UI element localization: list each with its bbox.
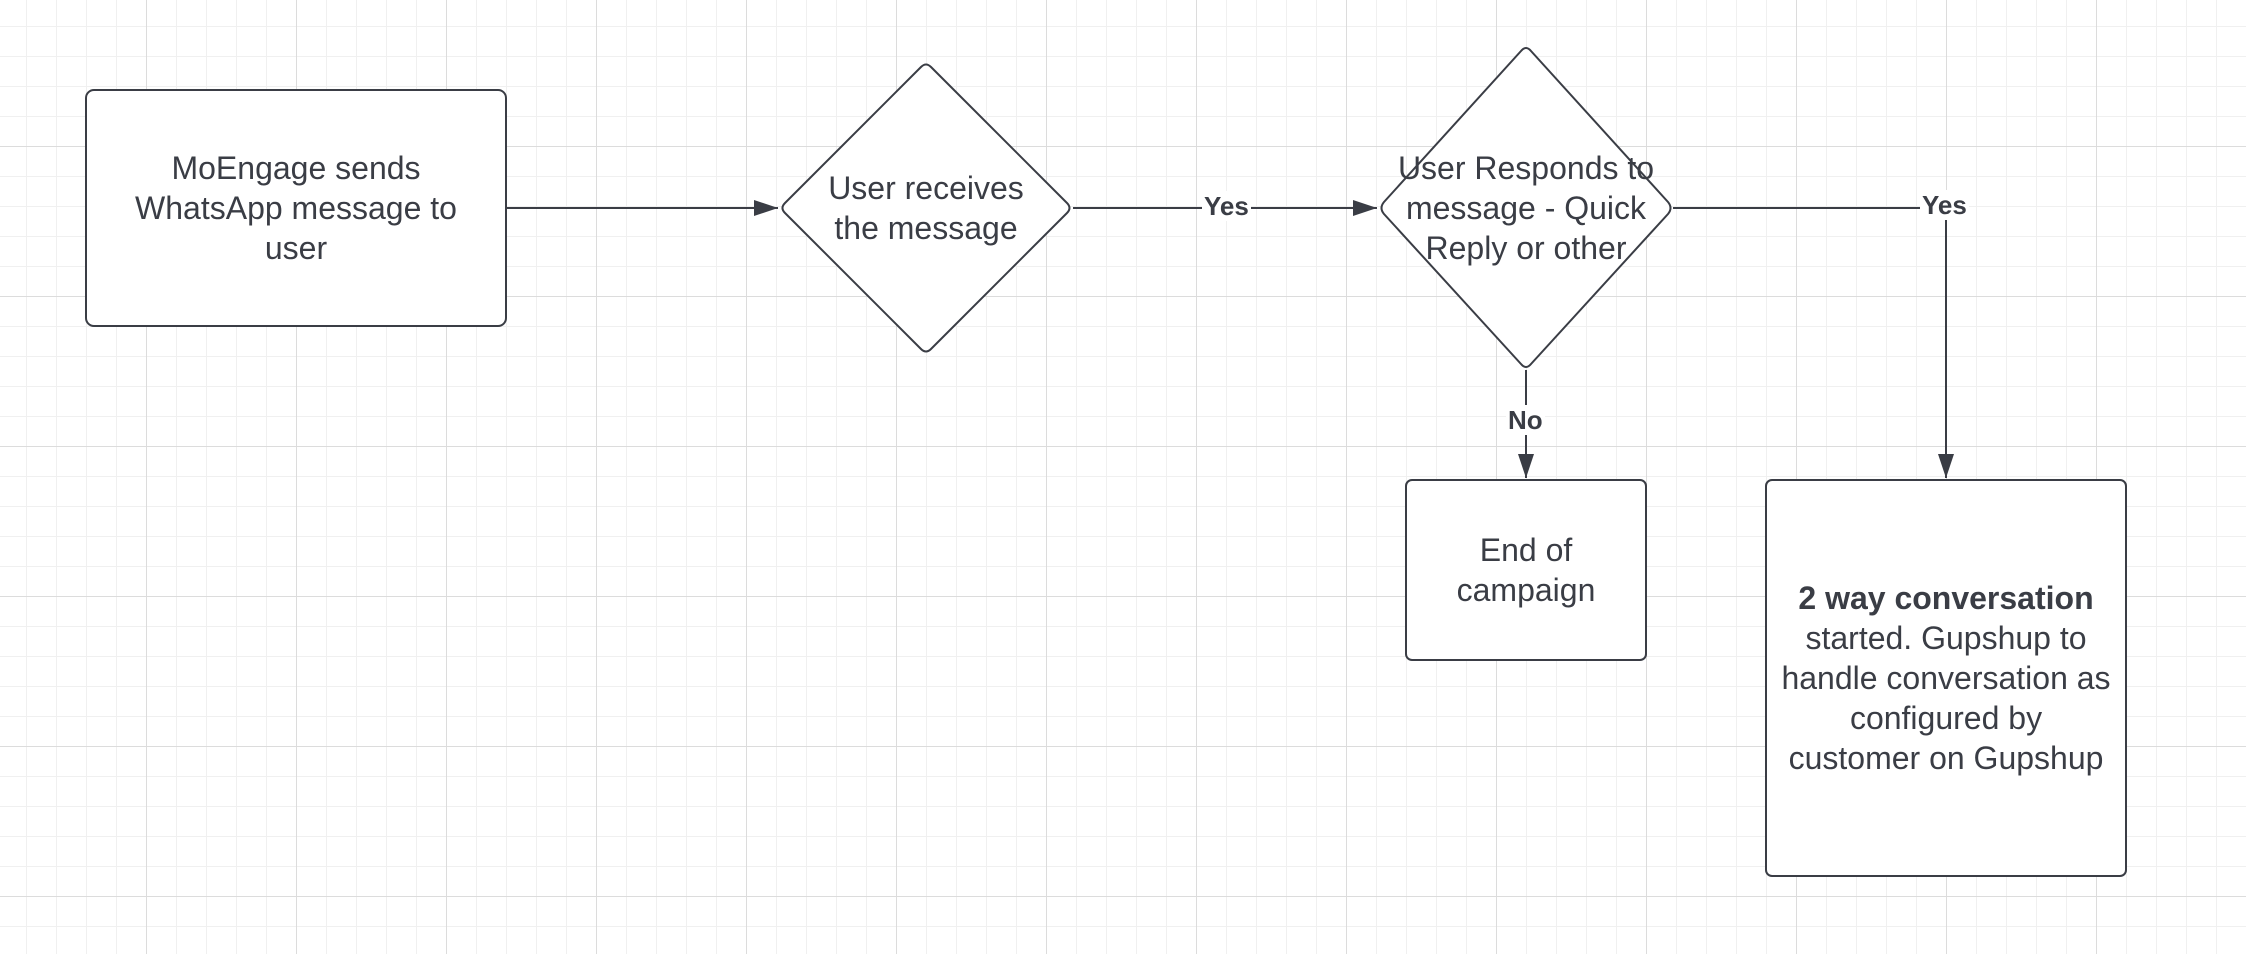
- start-box-text: MoEngage sends WhatsApp message to user: [135, 150, 457, 266]
- receive-decision-diamond[interactable]: [781, 63, 1071, 353]
- twoway-box-text: 2 way conversation started. Gupshup to h…: [1780, 578, 2112, 778]
- twoway-box-rest-text: started. Gupshup to handle conversation …: [1781, 620, 2111, 776]
- respond-diamond-label: User Responds to message - Quick Reply o…: [1396, 100, 1656, 316]
- respond-decision-diamond[interactable]: [1380, 47, 1672, 368]
- edge-label-no-respond-end: No: [1506, 405, 1545, 435]
- twoway-box-bold-text: 2 way conversation: [1798, 580, 2094, 616]
- connector-respond-to-twoway[interactable]: [1673, 207, 1954, 478]
- end-box-label: End of campaign: [1426, 484, 1626, 656]
- edge-label-yes-receive-respond: Yes: [1202, 191, 1251, 221]
- respond-diamond-text: User Responds to message - Quick Reply o…: [1397, 150, 1655, 266]
- end-box-text: End of campaign: [1456, 532, 1596, 608]
- receive-diamond-text: User receives the message: [828, 170, 1024, 246]
- edge-label-yes-respond-twoway: Yes: [1920, 190, 1969, 220]
- twoway-process-box[interactable]: [1765, 479, 2127, 877]
- start-box-label: MoEngage sends WhatsApp message to user: [106, 96, 486, 320]
- receive-diamond-label: User receives the message: [826, 104, 1026, 312]
- twoway-box-label: 2 way conversation started. Gupshup to h…: [1780, 484, 2112, 872]
- end-process-box[interactable]: [1405, 479, 1647, 661]
